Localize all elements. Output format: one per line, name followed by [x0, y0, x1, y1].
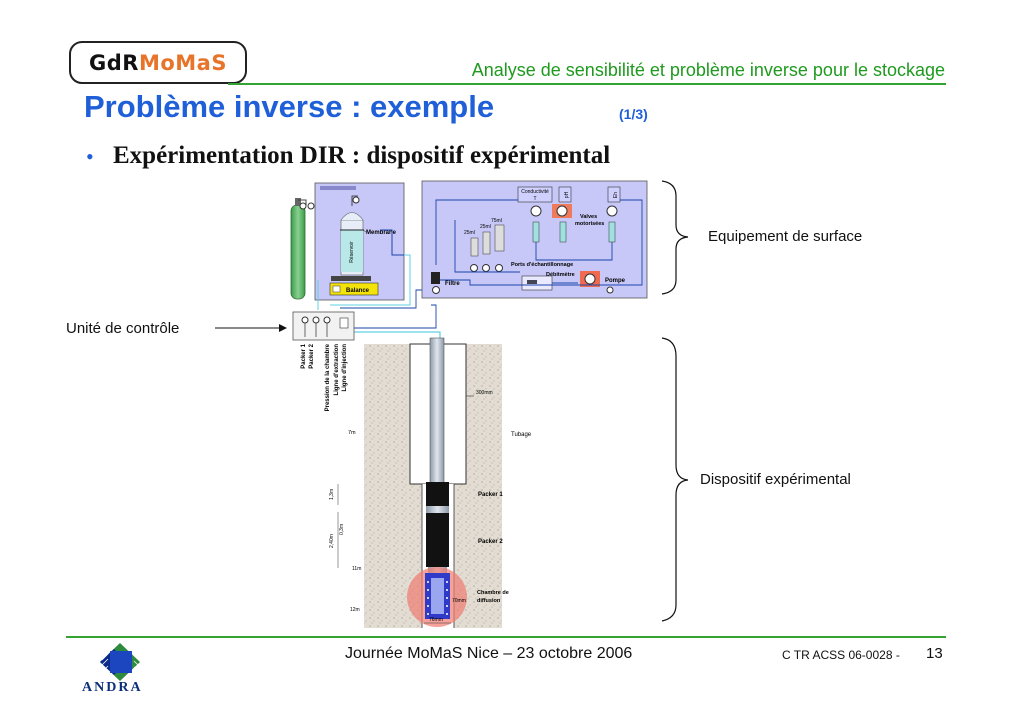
footer-divider — [66, 636, 946, 638]
footer-reference: C TR ACSS 06-0028 - — [782, 648, 900, 662]
valves-label-1: Valves — [580, 214, 597, 220]
line-label-packer1: Packer 1 — [301, 343, 307, 368]
eh-label: Eh — [613, 192, 619, 198]
borehole: 300mm Tubage 7m Packer 1 Packer 2 1,3m 2… — [329, 337, 532, 628]
gas-bottle — [290, 198, 315, 300]
vol-25a-label: 25ml — [480, 224, 491, 230]
conductivity-t-label: T — [533, 196, 536, 202]
dim-240-label: 2,40m — [329, 534, 335, 548]
filter-label: Filtre — [445, 281, 460, 287]
ph-label: pH — [564, 191, 570, 198]
bullet-text: Expérimentation DIR : dispositif expérim… — [113, 142, 611, 169]
packer1-label: Packer 1 — [478, 492, 503, 498]
logo-text-gdr: GdR — [89, 50, 139, 75]
connection-lines — [317, 254, 441, 346]
slide-subtitle: Analyse de sensibilité et problème inver… — [471, 60, 945, 80]
line-label-pressure: Pression de la chambre — [325, 343, 331, 411]
control-unit — [292, 311, 355, 341]
dim-300-label: 300mm — [476, 390, 493, 396]
flowmeter-label: Débitmètre — [546, 272, 575, 278]
dim-76-label: 76mm — [429, 617, 443, 623]
depth-7-label: 7m — [348, 430, 356, 436]
device-brace — [661, 337, 689, 622]
surface-equipment-panel: Conductivité T pH Eh Valves motorisées 7… — [421, 180, 648, 299]
chamber-label-1: Chambre de — [477, 590, 509, 596]
line-label-packer2: Packer 2 — [309, 343, 315, 368]
tubing-label: Tubage — [511, 432, 532, 438]
packer2-label: Packer 2 — [478, 539, 503, 545]
membrane-label: Membrane — [366, 230, 397, 236]
sampling-ports-label: Ports d'échantillonnage — [511, 262, 573, 268]
control-unit-label: Unité de contrôle — [66, 320, 180, 337]
andra-logo-text: ANDRA — [82, 680, 143, 695]
chamber-label-2: diffusion — [477, 598, 501, 604]
reservoir-panel: Réservoir Membrane Balance — [314, 182, 405, 301]
bullet-marker: • — [86, 144, 94, 169]
surface-equipment-label: Equipement de surface — [708, 228, 863, 245]
page-number: 13 — [926, 645, 943, 662]
logo-text-momas: MoMaS — [138, 50, 227, 75]
dim-03-label: 0,3m — [339, 524, 345, 535]
depth-12-label: 12m — [350, 607, 360, 613]
reservoir-label: Réservoir — [349, 241, 355, 263]
dim-13-label: 1,3m — [329, 489, 335, 500]
andra-logo-mark — [100, 643, 140, 681]
line-label-extraction: Ligne d'extraction — [334, 344, 340, 396]
pump-label: Pompe — [605, 278, 626, 284]
vol-25b-label: 25ml — [464, 230, 475, 236]
balance-label: Balance — [346, 288, 370, 294]
header-divider — [228, 83, 946, 85]
valves-label-2: motorisées — [575, 221, 604, 227]
line-labels: Packer 1 Packer 2 Pression de la chambre… — [301, 343, 348, 411]
footer-event: Journée MoMaS Nice – 23 octobre 2006 — [345, 645, 633, 662]
slide-title: Problème inverse : exemple — [84, 89, 495, 124]
line-label-injection: Ligne d'injection — [342, 344, 348, 392]
depth-11-label: 11m — [352, 566, 361, 572]
experimental-device-label: Dispositif expérimental — [700, 471, 851, 488]
control-unit-arrowhead — [279, 324, 287, 332]
vol-75-label: 75ml — [491, 218, 502, 224]
dim-70-label: 70mm — [452, 598, 466, 604]
slide-part-indicator: (1/3) — [619, 106, 648, 122]
conductivity-label: Conductivité — [521, 189, 549, 195]
surface-brace — [661, 180, 689, 295]
